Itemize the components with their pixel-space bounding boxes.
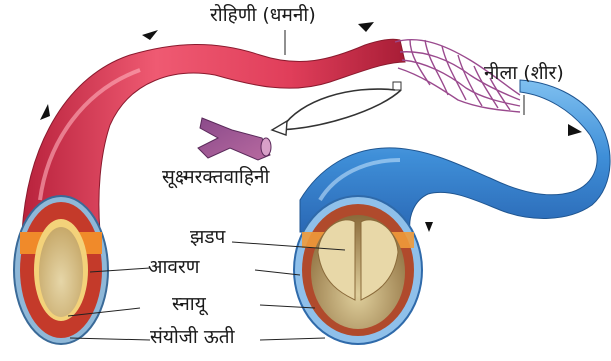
muscle-label: स्नायू (172, 295, 206, 314)
capillary-label: सूक्ष्मरक्तवाहिनी (162, 168, 269, 187)
flow-arrow-icon (358, 22, 374, 32)
magnify-arrowhead (272, 121, 287, 135)
vein-cross-section (294, 196, 422, 344)
flow-arrow-icon (142, 30, 158, 40)
flow-arrow-icon (568, 124, 582, 136)
magnify-arrow (282, 89, 395, 128)
valve-label: झडप (190, 228, 225, 247)
artery-label: रोहिणी (धमनी) (210, 6, 316, 25)
capillary-fragment (198, 118, 271, 160)
magnify-arrow (272, 90, 401, 130)
flow-arrow-icon (40, 104, 50, 120)
flow-arrow-icon (425, 222, 433, 232)
lining-label: आवरण (148, 258, 200, 277)
connective-tissue-label: संयोजी ऊती (150, 328, 235, 347)
artery-cross-section (14, 196, 108, 344)
vein-label: नीला (शीर) (484, 64, 564, 83)
magnify-marker (393, 82, 401, 90)
